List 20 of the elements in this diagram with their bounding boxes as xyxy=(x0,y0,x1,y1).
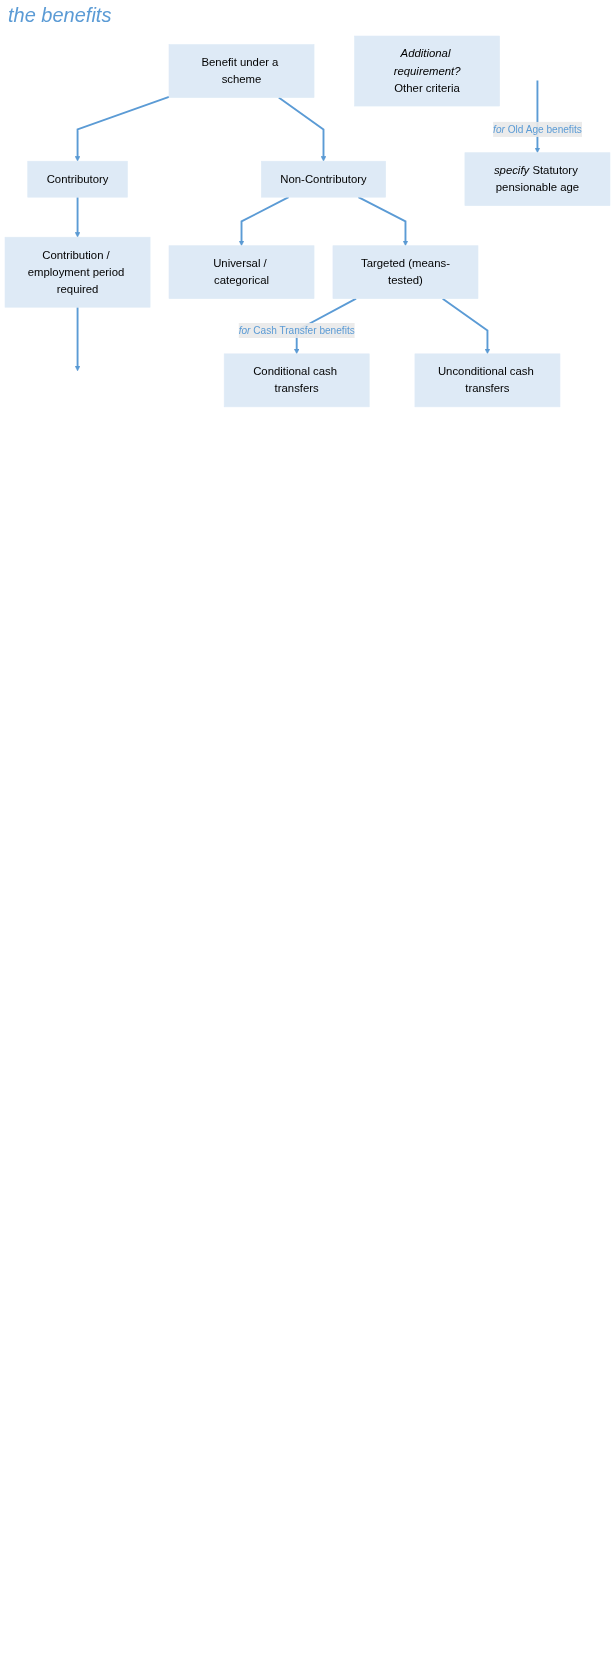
arrow xyxy=(74,306,81,372)
node-box: Targeted (means-tested) xyxy=(332,245,479,299)
node-box: Benefit under a scheme xyxy=(168,44,315,98)
node-box: Non-Contributory xyxy=(261,160,386,198)
arrow xyxy=(74,95,170,162)
arrow xyxy=(357,196,409,246)
arrow xyxy=(74,196,81,238)
arrow xyxy=(277,96,327,162)
node-box: Unconditional cash transfers xyxy=(414,353,561,408)
node-box: Contribution / employment period required xyxy=(4,236,151,308)
arrow xyxy=(238,196,290,246)
node-box: Contributory xyxy=(27,160,128,198)
edge-label: for Cash Transfer benefits xyxy=(238,324,355,336)
arrow xyxy=(441,297,491,355)
edge-label: for Old Age benefits xyxy=(493,123,582,135)
node-box: Additional requirement? Other criteria xyxy=(354,35,500,107)
heading-text: the benefits xyxy=(7,3,113,28)
node-box: Conditional cash transfers xyxy=(223,353,370,408)
node-box: Universal / categorical xyxy=(168,245,315,299)
node-box: specify Statutory pensionable age xyxy=(464,152,611,206)
